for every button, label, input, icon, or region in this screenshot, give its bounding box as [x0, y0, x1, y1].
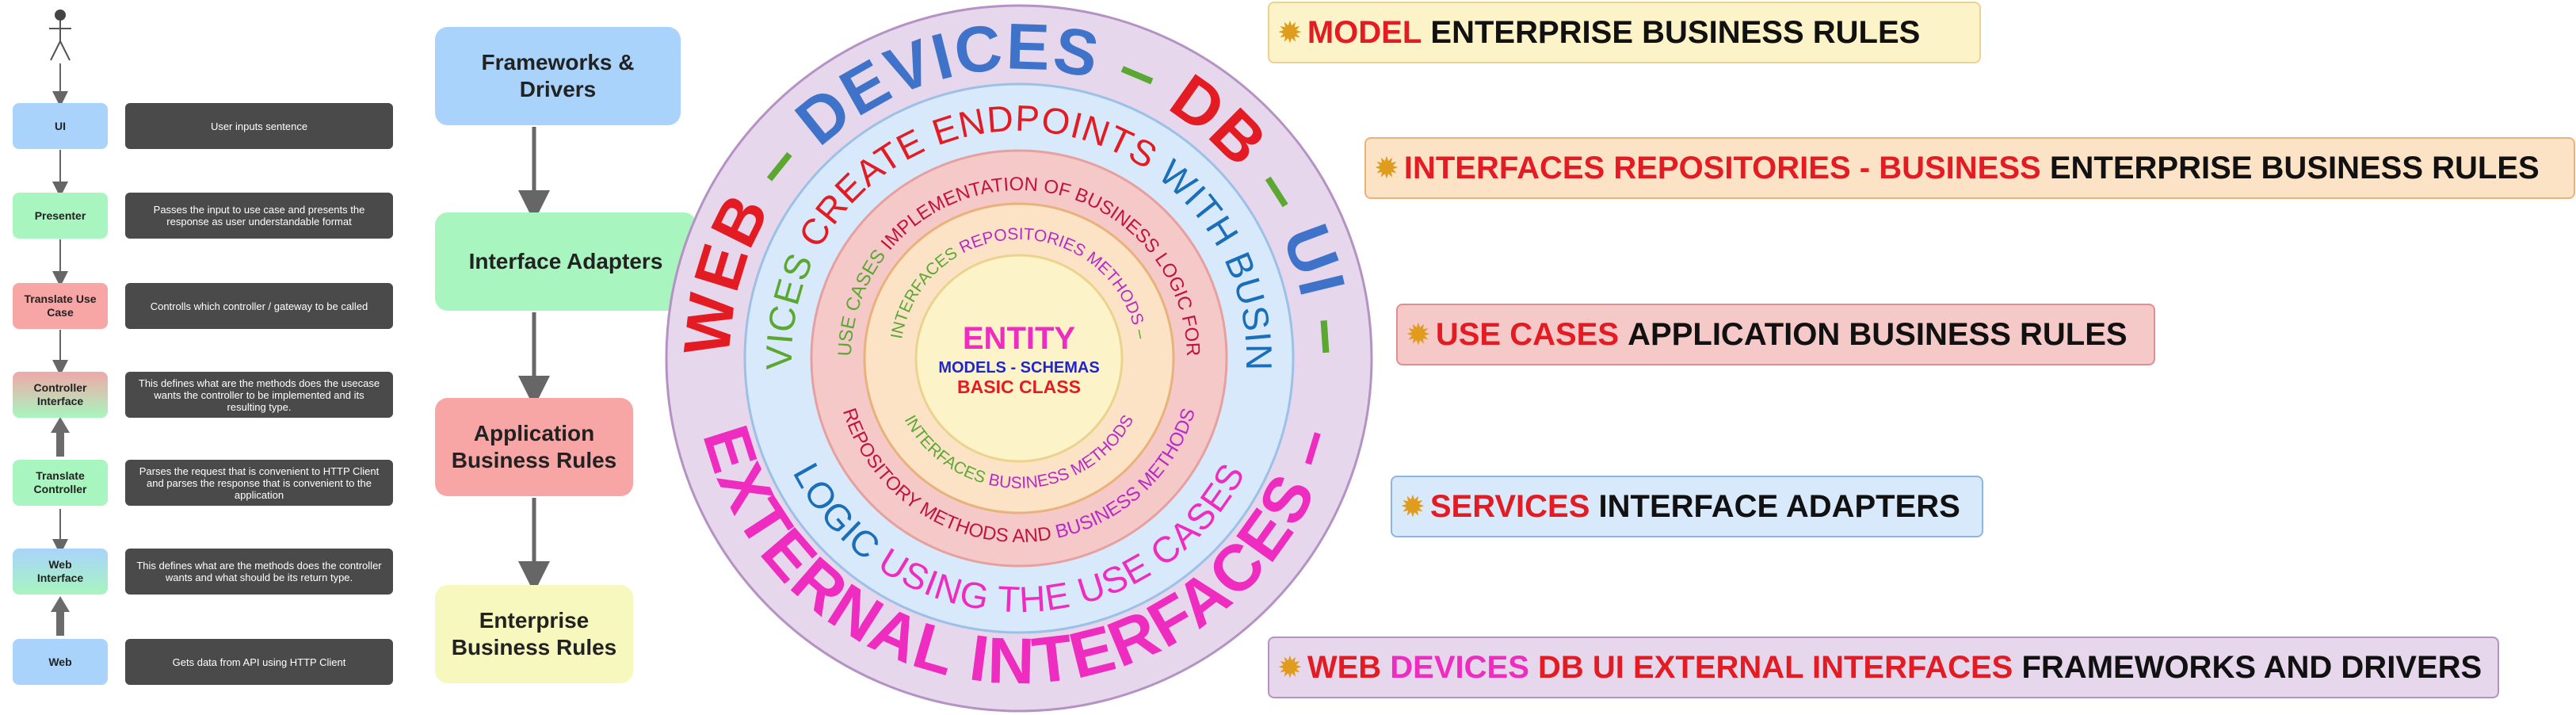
legend-interfaces: ✹ INTERFACES REPOSITORIES - BUSINESS ENT…	[1364, 137, 2575, 199]
flow-desc-presenter: Passes the input to use case and present…	[125, 193, 393, 239]
actor-icon	[49, 10, 71, 61]
legend-services-rest: INTERFACE ADAPTERS	[1598, 488, 1960, 524]
layer-enterprise-business-rules: Enterprise Business Rules	[435, 585, 633, 683]
legend-model-rest: ENTERPRISE BUSINESS RULES	[1430, 14, 1921, 50]
flow-box-ui: UI	[13, 103, 108, 149]
ring-entity	[914, 254, 1124, 463]
legend-services-highlight: SERVICES	[1429, 488, 1590, 524]
legend-model-highlight: MODEL	[1307, 14, 1422, 50]
flow-box-translate-controller: Translate Controller	[13, 460, 108, 506]
center-basic-class: BASIC CLASS	[957, 377, 1081, 397]
flow-desc-ui: User inputs sentence	[125, 103, 393, 149]
flow-desc-translate-use-case: Controlls which controller / gateway to …	[125, 283, 393, 329]
legend-web-word: WEB	[1307, 649, 1382, 685]
legend-devices-word: DEVICES	[1390, 649, 1529, 685]
flow-box-presenter: Presenter	[13, 193, 108, 239]
legend-services: ✹ SERVICES INTERFACE ADAPTERS	[1391, 476, 1983, 537]
legend-usecases-rest: APPLICATION BUSINESS RULES	[1628, 316, 2128, 352]
layers-arrows	[518, 127, 550, 593]
layer-application-business-rules: Application Business Rules	[435, 398, 633, 496]
clean-architecture-circle: WEB – DEVICES – DB – UI – EXTERNAL INTER…	[662, 0, 1373, 713]
flow-box-web: Web	[13, 639, 108, 685]
legend-web-rest: FRAMEWORKS AND DRIVERS	[2021, 649, 2483, 685]
gear-icon: ✹	[1277, 16, 1303, 50]
gear-icon: ✹	[1277, 651, 1303, 685]
gear-icon: ✹	[1400, 490, 1425, 524]
legend-model: ✹ MODEL ENTERPRISE BUSINESS RULES	[1268, 2, 1981, 63]
legend-db-ui-external: DB UI EXTERNAL INTERFACES	[1538, 649, 2013, 685]
center-models-schemas: MODELS - SCHEMAS	[938, 359, 1099, 377]
flow-arrows	[51, 63, 70, 636]
flow-box-translate-use-case: Translate Use Case	[13, 283, 108, 329]
flow-desc-controller-interface: This defines what are the methods does t…	[125, 372, 393, 418]
flow-box-web-interface: Web Interface	[13, 549, 108, 595]
layer-interface-adapters: Interface Adapters	[435, 212, 696, 311]
gear-icon: ✹	[1406, 318, 1431, 352]
legend-use-cases: ✹ USE CASES APPLICATION BUSINESS RULES	[1396, 304, 2155, 365]
gear-icon: ✹	[1374, 151, 1399, 185]
flow-desc-translate-controller: Parses the request that is convenient to…	[125, 460, 393, 506]
flow-desc-web: Gets data from API using HTTP Client	[125, 639, 393, 685]
legend-interfaces-highlight: INTERFACES REPOSITORIES - BUSINESS	[1403, 150, 2041, 185]
flow-desc-web-interface: This defines what are the methods does t…	[125, 549, 393, 595]
legend-interfaces-rest: ENTERPRISE BUSINESS RULES	[2049, 150, 2540, 185]
legend-web: ✹ WEB DEVICES DB UI EXTERNAL INTERFACES …	[1268, 637, 2499, 698]
layer-frameworks-drivers: Frameworks & Drivers	[435, 27, 681, 125]
flow-box-controller-interface: Controller Interface	[13, 372, 108, 418]
center-entity-title: ENTITY	[963, 321, 1076, 356]
legend-usecases-highlight: USE CASES	[1435, 316, 1620, 352]
